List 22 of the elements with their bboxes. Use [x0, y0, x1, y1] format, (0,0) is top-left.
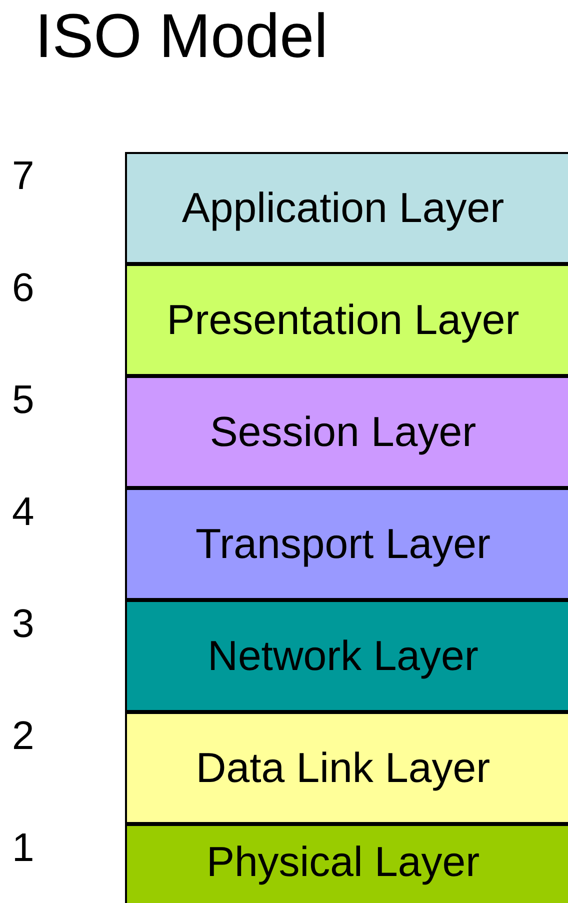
- layer-label: Session Layer: [210, 408, 476, 456]
- layer-box: [125, 712, 568, 824]
- layer-label: Transport Layer: [196, 520, 490, 568]
- layer-box: [125, 264, 568, 376]
- layer-number: 1: [12, 826, 34, 870]
- layer-number: 5: [12, 378, 34, 422]
- title: ISO Model: [35, 2, 328, 72]
- layer-label: Data Link Layer: [196, 744, 490, 792]
- layer-label: Physical Layer: [206, 838, 480, 886]
- layer-number: 2: [12, 714, 34, 758]
- layer-number: 4: [12, 490, 34, 534]
- layer-label: Application Layer: [182, 184, 504, 232]
- layer-number: 7: [12, 154, 34, 198]
- layer-box: [125, 152, 568, 264]
- layer-label: Network Layer: [208, 632, 478, 680]
- layer-box: [125, 488, 568, 600]
- layer-box: [125, 824, 568, 903]
- layer-box: [125, 376, 568, 488]
- layer-box: [125, 600, 568, 712]
- layer-number: 6: [12, 266, 34, 310]
- layer-number: 3: [12, 602, 34, 646]
- layer-label: Presentation Layer: [166, 296, 520, 344]
